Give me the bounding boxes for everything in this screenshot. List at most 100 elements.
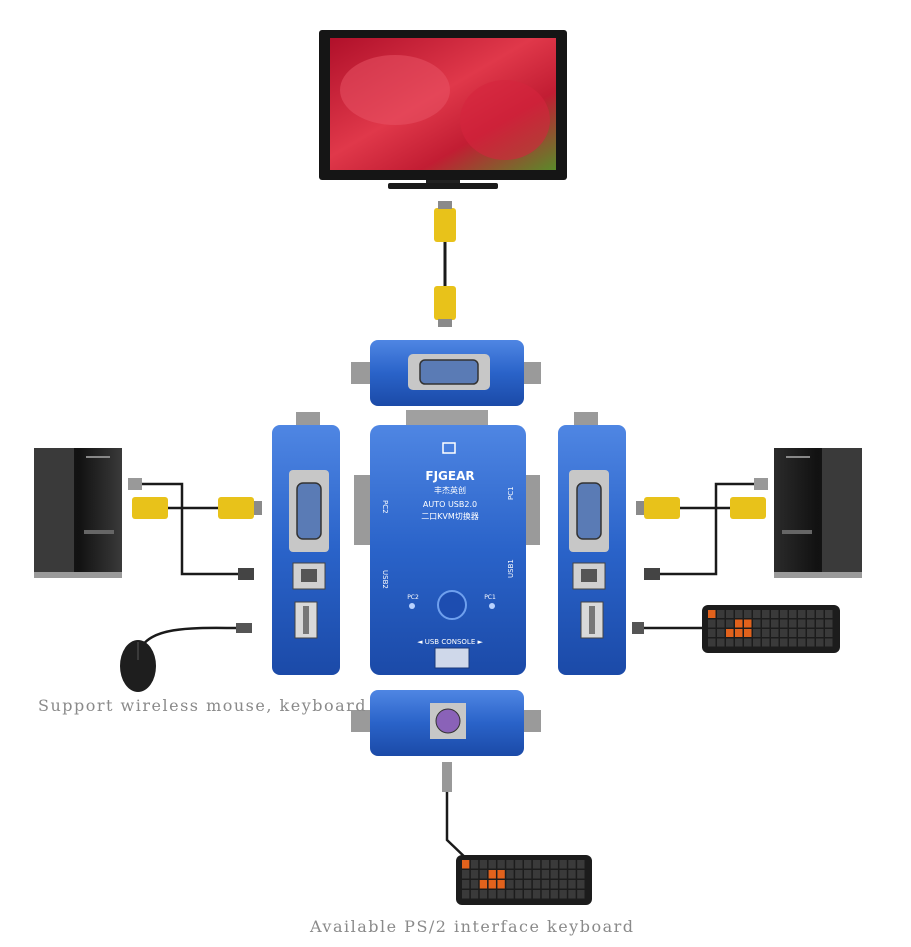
keyboard-key [807, 638, 815, 647]
keyboard-key [470, 860, 479, 869]
keyboard-key [497, 890, 505, 899]
keyboard-key [577, 860, 585, 869]
keyboard-key [717, 629, 725, 637]
cables-pc1 [660, 482, 755, 576]
keyboard-key [780, 629, 788, 637]
keyboard-key [726, 610, 734, 618]
vga-port-pc1 [576, 482, 602, 540]
keyboard-key [753, 629, 761, 637]
keyboard-key [771, 629, 779, 637]
cables-pc2 [140, 482, 240, 576]
ps2-caption: Available PS/2 interface keyboard [310, 917, 635, 936]
keyboard-key [744, 619, 752, 628]
keyboard-key [541, 860, 550, 869]
keyboard-key [717, 619, 725, 628]
keyboard-key [753, 619, 761, 628]
keyboard-key [497, 870, 505, 879]
keyboard-key [470, 870, 479, 879]
keyboard-key [577, 890, 585, 899]
keyboard-key [462, 880, 470, 889]
keyboard-key [524, 860, 532, 869]
kvm-right-side [558, 412, 626, 675]
keyboard-key [515, 890, 523, 899]
kvm-model: AUTO USB2.0 [423, 500, 477, 509]
keyboard-key [825, 638, 833, 647]
keyboard-key [568, 880, 576, 889]
keyboard-key [726, 638, 734, 647]
keyboard-key [798, 619, 806, 628]
keyboard-key [532, 870, 541, 879]
keyboard-key [816, 638, 824, 647]
keyboard-key [550, 880, 558, 889]
keyboard-key [541, 870, 550, 879]
keyboard-key [789, 610, 797, 618]
kvm-led-pc2: PC2 [407, 594, 419, 601]
keyboard-key [506, 870, 514, 879]
keyboard-key [577, 870, 585, 879]
keyboard-key [762, 619, 770, 628]
kvm-brand-cn: 丰杰英创 [434, 485, 466, 495]
keyboard-key [726, 619, 734, 628]
kvm-front: FJGEAR 丰杰英创 AUTO USB2.0 二口KVM切换器 PC2 PC1… [354, 410, 540, 675]
kvm-console-label: ◄ USB CONSOLE ► [417, 638, 483, 646]
kvm-model-cn: 二口KVM切换器 [421, 511, 479, 521]
keyboard-key [541, 890, 550, 899]
vga-cable-monitor [434, 201, 456, 327]
keyboard-key [532, 890, 541, 899]
vga-connectors-pc1 [636, 478, 768, 580]
keyboard-key [825, 610, 833, 618]
keyboard-key [798, 610, 806, 618]
keyboard-key [488, 880, 496, 889]
keyboard-key [559, 890, 567, 899]
keyboard-key [462, 860, 470, 869]
keyboard-key [753, 638, 761, 647]
keyboard-key [524, 870, 532, 879]
keyboard-key [753, 610, 761, 618]
monitor [319, 30, 567, 189]
keyboard-key [524, 880, 532, 889]
usb-mouse [120, 623, 252, 692]
keyboard-key [771, 610, 779, 618]
monitor-stand [388, 183, 498, 189]
kvm-logo-icon [442, 442, 456, 454]
keyboard-key [497, 860, 505, 869]
kvm-bottom-side [351, 690, 541, 756]
keyboard-key [816, 629, 824, 637]
keyboard-key [771, 619, 779, 628]
keyboard-key [780, 638, 788, 647]
kvm-brand: FJGEAR [425, 469, 474, 483]
keyboard-key [568, 860, 576, 869]
keyboard-key [568, 870, 576, 879]
keyboard-key [515, 860, 523, 869]
usb-keyboard-right [632, 605, 840, 653]
keyboard-key [479, 870, 488, 879]
keyboard-key [559, 880, 567, 889]
keyboard-key [780, 619, 788, 628]
keyboard-key [515, 880, 523, 889]
keyboard-key [780, 610, 788, 618]
keyboard-key [789, 638, 797, 647]
keyboard-key [798, 638, 806, 647]
keyboard-key [789, 629, 797, 637]
keyboard-key [470, 880, 479, 889]
keyboard-key [568, 890, 576, 899]
keyboard-key [825, 619, 833, 628]
keyboard-key [762, 629, 770, 637]
keyboard-key [825, 629, 833, 637]
keyboard-key [807, 629, 815, 637]
keyboard-key [708, 629, 716, 637]
keyboard-key [762, 638, 770, 647]
keyboard-key [807, 619, 815, 628]
keyboard-key [771, 638, 779, 647]
pc-tower-right [774, 448, 862, 578]
keyboard-key [524, 890, 532, 899]
keyboard-key [541, 880, 550, 889]
keyboard-key [744, 638, 752, 647]
keyboard-key [735, 638, 743, 647]
keyboard-key [559, 870, 567, 879]
kvm-label-usb1: USB1 [507, 559, 515, 578]
keyboard-key [550, 870, 558, 879]
keyboard-key [506, 860, 514, 869]
keyboard-key [726, 629, 734, 637]
